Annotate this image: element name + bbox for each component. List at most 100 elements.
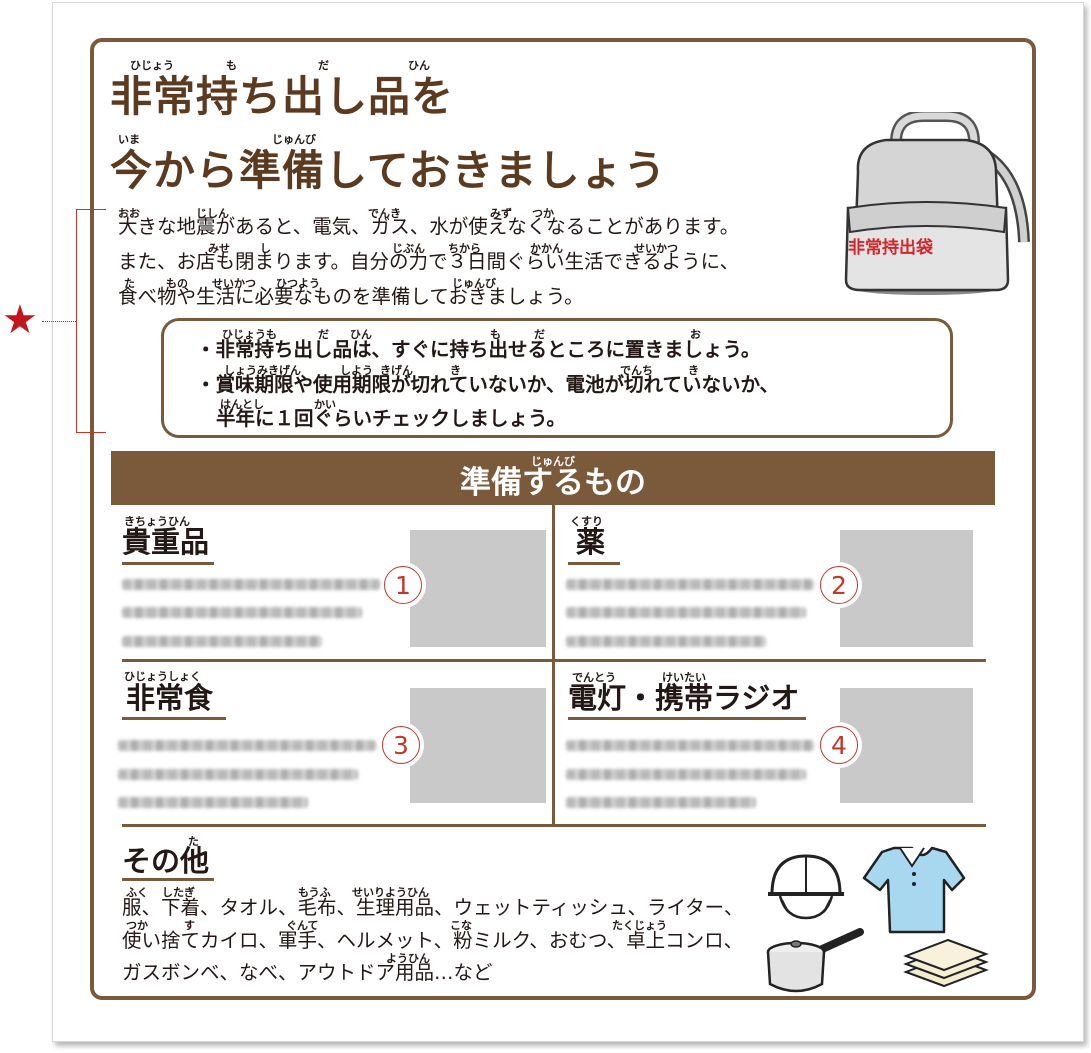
ruby: じゅんび [272,133,316,146]
ruby: き [688,364,699,377]
intro-ruby-1: おお じしん でんき みず つか [0,205,1091,220]
ruby: おお [118,207,140,220]
other-ruby: た [188,835,199,848]
intro-line: 大きな地震があると、電気、ガス、水が使えなくなることがあります。 [118,215,740,238]
ruby: したぎ [162,886,195,899]
ruby: いま [118,133,140,146]
cell-underline [568,562,620,565]
helmet-icon [768,854,844,920]
ruby: し [260,242,271,255]
ruby: も [490,328,501,341]
item-photo [410,688,546,803]
ruby: もの [166,277,188,290]
number-badge: 1 [380,562,426,608]
note-line: ・非常持ち出し品は、すぐに持ち出せるところに置きましょう。 [196,338,761,361]
cell-title-medicine: 薬 [576,525,606,559]
cell-title-flashlight-radio: 電灯・携帯ラジオ [568,681,800,715]
ruby: ひん [408,59,430,72]
intro-ruby-3: た もの せいかつ ひつよう じゅんび [0,275,1091,290]
ruby: す [184,919,195,932]
ruby: だ [318,328,329,341]
number-label: 3 [382,726,420,764]
blurred-text [118,740,376,751]
cell-title-emergency-food: 非常食 [126,681,214,715]
page-title-line2: 今から準備しておきましょう [110,146,667,195]
item-photo [840,688,973,803]
ruby: つか [532,207,554,220]
note-line: 半年に１回ぐらいチェックしましょう。 [216,407,566,430]
blurred-text [118,769,358,780]
cell-underline [568,717,806,720]
blurred-text [566,636,766,647]
ruby: だ [318,59,329,72]
ruby: ちから [448,242,481,255]
other-ruby-1: ふく したぎ もうふ せいりようひん [0,884,1091,899]
ruby: たくじょう [612,919,667,932]
ruby: せいかつ [634,242,678,255]
title-ruby-1: ひじょう も だ ひん [0,57,1091,72]
number-label: 1 [384,566,422,604]
bag-label: 非常持出袋 [848,238,933,258]
other-ruby-3: ようひん [0,950,1091,965]
other-ruby-2: つか す ぐんて こな たくじょう [0,917,1091,932]
content-frame [90,38,1036,1000]
other-line: ガスボンベ、なべ、アウトドア用品…など [122,961,493,984]
number-badge: 3 [378,722,424,768]
ruby: せいりようひん [352,886,429,899]
blurred-text [566,797,756,808]
ruby: ひん [350,328,372,341]
blurred-text [118,797,308,808]
ruby: きげん [380,364,413,377]
cell-ruby: でんとう [572,669,616,685]
ruby: も [226,59,237,72]
ruby: ひじょう [130,59,174,72]
cell-underline [122,878,214,881]
ruby: き [450,364,461,377]
blurred-text [566,740,814,751]
blurred-text [122,607,362,618]
ruby: しよう [340,364,373,377]
cell-ruby: くすり [570,515,603,528]
ruby: ひつよう [276,277,320,290]
banner-title: 準備するもの [460,465,646,501]
ruby: しょうみ [224,364,268,377]
number-label: 4 [820,726,858,764]
ruby: はんとし [220,398,264,411]
notes-ruby-3: はんとし かい [0,396,1091,411]
ruby: かかん [530,242,563,255]
intro-line: また、お店も閉まります。自分の力で３日間ぐらい生活できるように、 [118,250,740,273]
other-title: その他 [122,844,210,878]
marker-leader-line [42,321,76,322]
star-marker-icon: ★ [2,297,38,343]
ruby: みせ [208,242,230,255]
shirt-icon [862,846,966,934]
towel-icon [903,938,989,988]
cell-ruby: けいたい [662,669,706,685]
notes-box [161,318,953,438]
blurred-text [566,579,814,590]
grid-divider-middle [122,659,986,662]
ruby: ひじょうも [222,328,277,341]
blurred-text [566,607,806,618]
section-banner: じゅんび 準備するもの [111,451,995,505]
blurred-text [566,769,806,780]
cell-ruby: ひじょうしょく [124,670,201,683]
ruby: でんき [368,207,401,220]
page-title-line1: 非常持ち出し品を [110,72,455,121]
section-bracket [76,209,106,433]
ruby: でんとう [572,671,616,684]
notes-ruby-1: ひじょうも だ ひん も だ お [0,326,1091,341]
intro-line: 食べ物や生活に必要なものを準備しておきましょう。 [118,285,584,308]
blurred-text [122,579,380,590]
cell-underline [122,717,226,720]
number-badge: 2 [816,562,862,608]
ruby: きげん [268,364,301,377]
grid-divider-vertical [552,505,555,825]
cell-title-valuables: 貴重品 [122,525,210,559]
cell-underline [122,562,214,565]
ruby: こな [450,919,472,932]
notes-ruby-2: しょうみ きげん しよう きげん き でんち き [0,362,1091,377]
ruby: お [690,328,701,341]
item-photo [840,530,973,647]
number-badge: 4 [816,722,862,768]
